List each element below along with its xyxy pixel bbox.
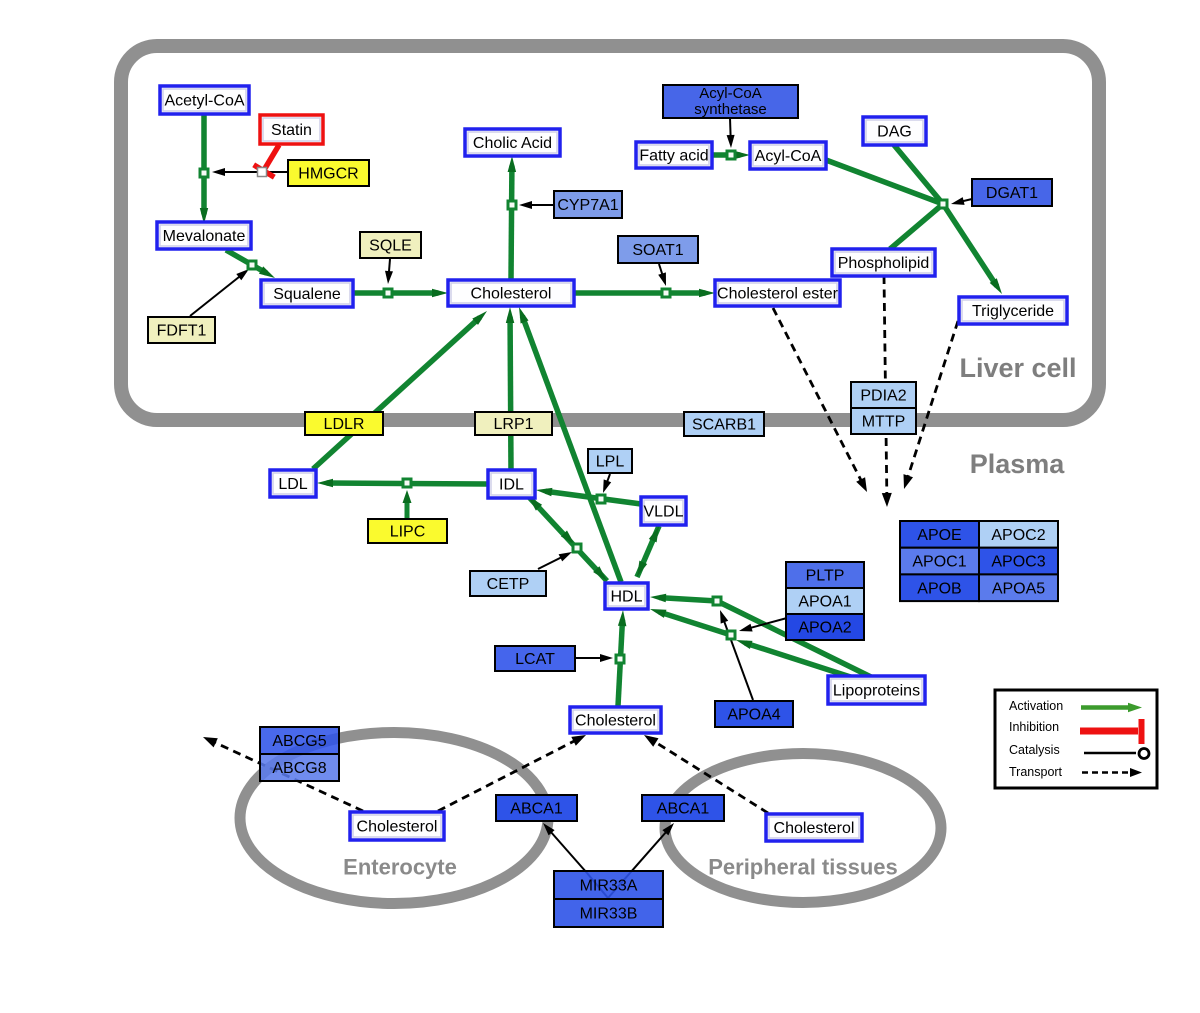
svg-text:Lipoproteins: Lipoproteins xyxy=(833,683,920,700)
svg-text:Plasma: Plasma xyxy=(970,449,1066,479)
svg-text:APOC3: APOC3 xyxy=(991,554,1045,571)
svg-text:APOB: APOB xyxy=(917,580,961,597)
svg-text:PLTP: PLTP xyxy=(806,568,845,585)
svg-text:LDL: LDL xyxy=(278,476,307,493)
svg-text:ABCA1: ABCA1 xyxy=(510,801,563,818)
svg-text:MIR33A: MIR33A xyxy=(580,878,638,895)
svg-text:ABCG5: ABCG5 xyxy=(272,733,326,750)
svg-text:LIPC: LIPC xyxy=(390,524,426,541)
svg-text:Cholesterol: Cholesterol xyxy=(471,286,552,303)
svg-text:Liver cell: Liver cell xyxy=(959,353,1076,383)
svg-text:Cholic Acid: Cholic Acid xyxy=(473,135,552,152)
svg-text:Peripheral tissues: Peripheral tissues xyxy=(708,855,898,880)
svg-text:Mevalonate: Mevalonate xyxy=(163,228,246,245)
svg-text:CETP: CETP xyxy=(487,576,530,593)
svg-text:Cholesterol: Cholesterol xyxy=(575,713,656,730)
svg-text:MTTP: MTTP xyxy=(862,414,906,431)
svg-text:Acyl-CoA: Acyl-CoA xyxy=(699,85,762,102)
svg-text:Transport: Transport xyxy=(1009,765,1063,779)
svg-text:Inhibition: Inhibition xyxy=(1009,720,1059,734)
svg-text:Cholesterol ester: Cholesterol ester xyxy=(717,286,839,303)
svg-text:ABCG8: ABCG8 xyxy=(272,760,326,777)
svg-text:Cholesterol: Cholesterol xyxy=(774,820,855,837)
svg-text:Triglyceride: Triglyceride xyxy=(972,303,1054,320)
svg-text:SOAT1: SOAT1 xyxy=(632,242,683,259)
svg-text:Acetyl-CoA: Acetyl-CoA xyxy=(164,93,244,110)
svg-text:APOC1: APOC1 xyxy=(912,554,966,571)
svg-text:Catalysis: Catalysis xyxy=(1009,743,1060,757)
svg-text:DGAT1: DGAT1 xyxy=(986,185,1038,202)
svg-text:Enterocyte: Enterocyte xyxy=(343,855,457,880)
svg-text:SCARB1: SCARB1 xyxy=(692,417,756,434)
svg-text:LDLR: LDLR xyxy=(324,416,365,433)
svg-text:SQLE: SQLE xyxy=(369,238,412,255)
svg-text:ABCA1: ABCA1 xyxy=(657,801,710,818)
svg-text:APOA2: APOA2 xyxy=(798,620,851,637)
svg-text:APOE: APOE xyxy=(917,527,961,544)
svg-text:FDFT1: FDFT1 xyxy=(157,323,207,340)
svg-text:synthetase: synthetase xyxy=(694,101,767,118)
svg-text:Fatty acid: Fatty acid xyxy=(639,148,708,165)
svg-text:Phospholipid: Phospholipid xyxy=(838,255,930,272)
svg-text:HDL: HDL xyxy=(610,589,642,606)
svg-text:APOC2: APOC2 xyxy=(991,527,1045,544)
svg-text:Squalene: Squalene xyxy=(273,286,341,303)
svg-text:PDIA2: PDIA2 xyxy=(860,388,906,405)
svg-text:HMGCR: HMGCR xyxy=(298,166,358,183)
svg-text:CYP7A1: CYP7A1 xyxy=(557,197,618,214)
svg-text:Statin: Statin xyxy=(271,122,312,139)
svg-text:LCAT: LCAT xyxy=(515,651,555,668)
svg-text:Cholesterol: Cholesterol xyxy=(357,819,438,836)
svg-text:LRP1: LRP1 xyxy=(493,416,533,433)
svg-text:DAG: DAG xyxy=(877,124,912,141)
svg-text:IDL: IDL xyxy=(499,477,524,494)
svg-text:MIR33B: MIR33B xyxy=(580,906,638,923)
svg-text:VLDL: VLDL xyxy=(643,504,683,521)
svg-text:Activation: Activation xyxy=(1009,699,1063,713)
svg-text:APOA4: APOA4 xyxy=(727,707,780,724)
svg-text:APOA1: APOA1 xyxy=(798,594,851,611)
svg-text:LPL: LPL xyxy=(596,454,625,471)
svg-text:Acyl-CoA: Acyl-CoA xyxy=(755,148,822,165)
svg-text:APOA5: APOA5 xyxy=(992,580,1045,597)
